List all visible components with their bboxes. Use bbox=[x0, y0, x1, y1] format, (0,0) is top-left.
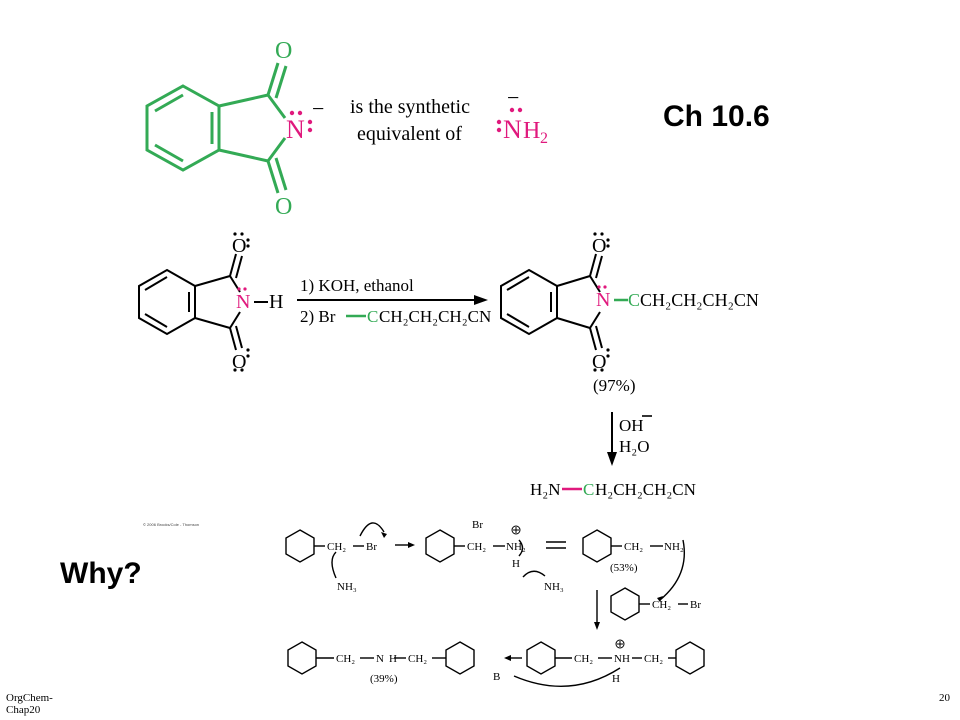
label-ch2-7: CH₂ bbox=[574, 653, 593, 665]
label-nh3-1: NH₃ bbox=[337, 581, 357, 593]
label-ch2-5: CH₂ bbox=[336, 653, 355, 665]
phthalimide-product bbox=[500, 253, 603, 351]
product-o-upper: O bbox=[592, 235, 606, 257]
amide-sub: 2 bbox=[540, 130, 548, 147]
synthetic-text-line2: equivalent of bbox=[357, 123, 462, 145]
label-nh3-2: NH₃ bbox=[544, 581, 564, 593]
label-h-2: H bbox=[389, 653, 397, 665]
label-nh2-1: NH₂ bbox=[506, 541, 526, 553]
alkylation-charges bbox=[511, 525, 625, 649]
amide-n: N bbox=[503, 115, 522, 144]
label-h-1: H bbox=[512, 558, 520, 570]
top-o-lower: O bbox=[275, 194, 292, 220]
reagent-line2-br: 2) Br bbox=[300, 307, 336, 326]
top-n-charge: − bbox=[312, 96, 324, 121]
page-number: 20 bbox=[939, 692, 950, 704]
reagent-chain: CH₂CH₂CH₂CN bbox=[379, 307, 491, 326]
label-ch2-1: CH₂ bbox=[327, 541, 346, 553]
product-n: N bbox=[596, 289, 610, 311]
copyright-note: © 2006 Brooks/Cole - Thomson bbox=[143, 522, 200, 527]
amide-h: H bbox=[523, 118, 540, 144]
amide-lone-pairs bbox=[496, 107, 523, 133]
gabriel-yield: (97%) bbox=[593, 376, 635, 395]
label-ch2-4: CH₂ bbox=[652, 599, 671, 611]
label-nh: NH bbox=[614, 653, 630, 665]
top-n-lone-pairs bbox=[289, 110, 313, 133]
label-ch2-3: CH₂ bbox=[624, 541, 643, 553]
label-br-1: Br bbox=[366, 541, 377, 553]
reactant-o-lower: O bbox=[232, 351, 246, 373]
footer-course-label: OrgChem-Chap20 bbox=[6, 692, 53, 716]
why-question: Why? bbox=[60, 557, 142, 590]
reactant-n: N bbox=[236, 291, 250, 313]
phthalimide-anion bbox=[145, 62, 288, 194]
final-chain: H₂CH₂CH₂CN bbox=[595, 480, 696, 499]
slide-title: Ch 10.6 bbox=[663, 100, 770, 133]
synthetic-text-line1: is the synthetic bbox=[350, 96, 470, 118]
product-o-lone-pairs bbox=[593, 232, 610, 372]
reagent-c: C bbox=[367, 307, 378, 326]
alkylation-arrowheads bbox=[381, 532, 663, 661]
reactant-h: H bbox=[269, 291, 283, 313]
label-yield-53: (53%) bbox=[610, 562, 638, 574]
hydrolysis-oh: OH bbox=[619, 416, 644, 435]
hydrolysis-h2o: H₂O bbox=[619, 437, 649, 456]
label-h-3: H bbox=[612, 673, 620, 685]
phthalimide-reactant bbox=[138, 253, 268, 351]
label-ch2-2: CH₂ bbox=[467, 541, 486, 553]
reactant-o-upper: O bbox=[232, 235, 246, 257]
final-c: C bbox=[583, 480, 594, 499]
label-ch2-6: CH₂ bbox=[408, 653, 427, 665]
alkylation-scheme bbox=[285, 522, 705, 687]
top-n-label: N bbox=[286, 115, 305, 144]
label-ch2-8: CH₂ bbox=[644, 653, 663, 665]
top-o-upper: O bbox=[275, 38, 292, 64]
product-chain: CH₂CH₂CH₂CN bbox=[640, 290, 759, 310]
label-br-3: Br bbox=[690, 599, 701, 611]
label-base: B bbox=[493, 671, 500, 683]
product-c: C bbox=[628, 290, 640, 310]
amide-charge: − bbox=[507, 85, 519, 110]
reagent-line1: 1) KOH, ethanol bbox=[300, 276, 414, 295]
product-o-lower: O bbox=[592, 351, 606, 373]
alkylation-labels: CH₂ Br NH₃ CH₂ Br NH₂ H NH₃ CH₂ NH₂ (53%… bbox=[327, 519, 701, 685]
label-br-2: Br bbox=[472, 519, 483, 531]
label-nh2-2: NH₂ bbox=[664, 541, 684, 553]
label-yield-39: (39%) bbox=[370, 673, 398, 685]
label-n-1: N bbox=[376, 653, 384, 665]
final-h2n: H₂N bbox=[530, 480, 560, 499]
reactant-o-lone-pairs bbox=[233, 232, 250, 372]
